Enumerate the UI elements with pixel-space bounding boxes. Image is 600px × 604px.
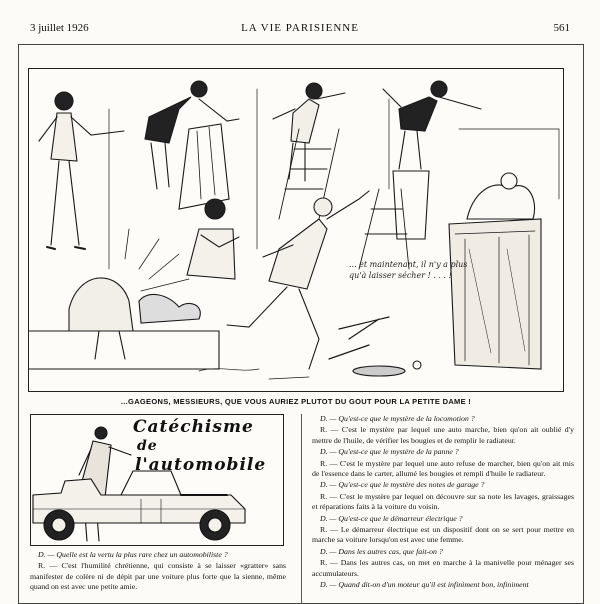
car-drawing xyxy=(32,426,246,542)
question-paragraph: D. — Qu'est-ce que le démarreur électriq… xyxy=(320,513,463,523)
question-paragraph: D. — Quelle est la vertu la plus rare ch… xyxy=(38,550,228,559)
answer-paragraph: R. — C'est le mystère par lequel une aut… xyxy=(312,425,574,445)
cartoon-caption: ...GAGEONS, MESSIEURS, QUE VOUS AURIEZ P… xyxy=(120,397,472,406)
page-header: 3 juillet 1926 LA VIE PARISIENNE 561 xyxy=(20,22,580,38)
question-paragraph: D. — Qu'est-ce que le mystère de la loco… xyxy=(320,414,475,423)
question-paragraph: D. — Qu'est-ce que le mystère de la pann… xyxy=(320,447,459,457)
figure-woman-smiling xyxy=(186,198,240,280)
cartoon-illustration: ... et maintenant, il n'y a plus qu'à la… xyxy=(28,68,564,392)
title-line-2: de xyxy=(137,438,158,454)
question-paragraph: D. — Dans les autres cas, que fait-on ? xyxy=(320,546,443,556)
left-column-text: D. — Quelle est la vertu la plus rare ch… xyxy=(30,550,286,594)
figure-woman-painting-chair xyxy=(144,80,240,210)
question-paragraph: D. — Qu'est-ce que le mystère des notes … xyxy=(320,480,485,490)
page-number: 561 xyxy=(553,22,571,34)
right-column-text: D. — Qu'est-ce que le mystère de la loco… xyxy=(312,414,574,592)
magazine-title: LA VIE PARISIENNE xyxy=(241,22,359,34)
answer-paragraph: R. — Le démarreur électrique est un disp… xyxy=(312,525,574,545)
cartoon-drawing xyxy=(29,80,560,380)
answer-paragraph: R. — Dans les autres cas, on met en marc… xyxy=(312,558,574,578)
title-line-3: l'automobile xyxy=(135,455,267,475)
figure-bending-person xyxy=(68,228,201,360)
figure-woman-on-stool xyxy=(358,80,482,270)
figure-running-woman xyxy=(226,190,370,370)
figure-standing-woman xyxy=(38,91,125,250)
answer-paragraph: R. — C'est l'humilité chrétienne, qui co… xyxy=(30,561,286,592)
answer-paragraph: R. — C'est le mystère par lequel on déco… xyxy=(312,491,574,512)
cabinet-with-cat xyxy=(448,172,542,370)
catechism-title: Catéchisme de l'automobile xyxy=(133,418,283,475)
figure-woman-on-ladder xyxy=(272,82,346,220)
speech-text: ... et maintenant, il n'y a plus qu'à la… xyxy=(349,260,468,280)
question-paragraph: D. — Quand dit-on d'un moteur qu'il est … xyxy=(320,580,529,590)
title-line-1: Catéchisme xyxy=(133,417,254,437)
issue-date: 3 juillet 1926 xyxy=(30,22,89,34)
catechism-title-box: Catéchisme de l'automobile xyxy=(30,414,284,546)
column-divider xyxy=(301,414,302,604)
answer-paragraph: R. — C'est le mystère par lequel une aut… xyxy=(312,458,574,479)
